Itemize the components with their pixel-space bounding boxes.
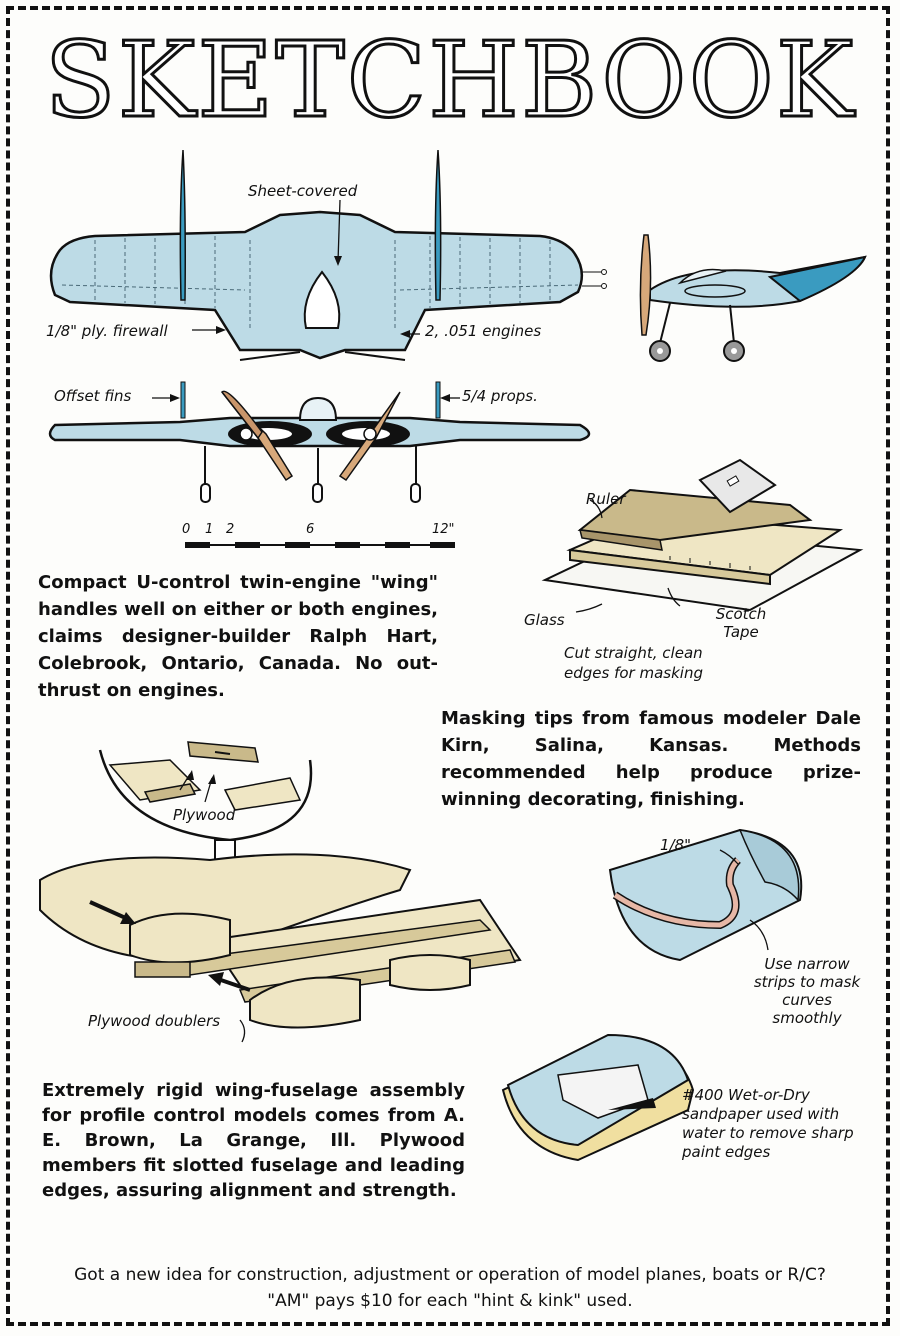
paragraph-wing-description: Compact U-control twin-engine "wing" han… (38, 572, 438, 701)
label-engines: 2, .051 engines (425, 322, 542, 340)
label-offset-fins: Offset fins (54, 387, 132, 405)
page-title: SKETCHBOOK (43, 19, 856, 141)
dashed-page-border (6, 6, 890, 1326)
curve-masking-illustration (608, 828, 803, 962)
plane-side-view-illustration (639, 234, 867, 362)
scale-tick-1: 1 (205, 522, 214, 537)
label-one-eighth: 1/8" (660, 836, 692, 854)
label-plywood: Plywood (173, 806, 236, 824)
footer-hint-and-kink: Got a new idea for construction, adjustm… (74, 1265, 826, 1311)
label-ruler: Ruler (586, 490, 626, 508)
scale-tick-12: 12" (432, 522, 455, 537)
label-glass: Glass (524, 611, 565, 629)
paragraph-assembly-description: Extremely rigid wing-fuselage assembly f… (42, 1080, 465, 1201)
caption-sandpaper: #400 Wet-or-Dry sandpaper used with wate… (682, 1086, 854, 1161)
label-sheet-covered: Sheet-covered (248, 182, 358, 200)
label-firewall: 1/8" ply. firewall (46, 322, 168, 340)
paragraph-masking-tips: Masking tips from famous modeler Dale Ki… (441, 708, 861, 810)
label-scotch-tape: Scotch Tape (715, 605, 767, 641)
ruler-masking-illustration (541, 458, 864, 613)
scale-tick-0: 0 (182, 522, 191, 537)
scale-tick-6: 6 (306, 522, 315, 537)
caption-cut-straight: Cut straight, clean edges for masking (564, 644, 703, 682)
wing-fuselage-assembly-illustration (39, 741, 522, 1043)
label-props: 5/4 props. (462, 387, 538, 405)
sandpaper-illustration (501, 1033, 695, 1162)
label-plywood-doublers: Plywood doublers (88, 1012, 221, 1030)
scale-tick-2: 2 (226, 522, 235, 537)
caption-narrow-strips: Use narrow strips to mask curves smoothl… (753, 955, 861, 1027)
